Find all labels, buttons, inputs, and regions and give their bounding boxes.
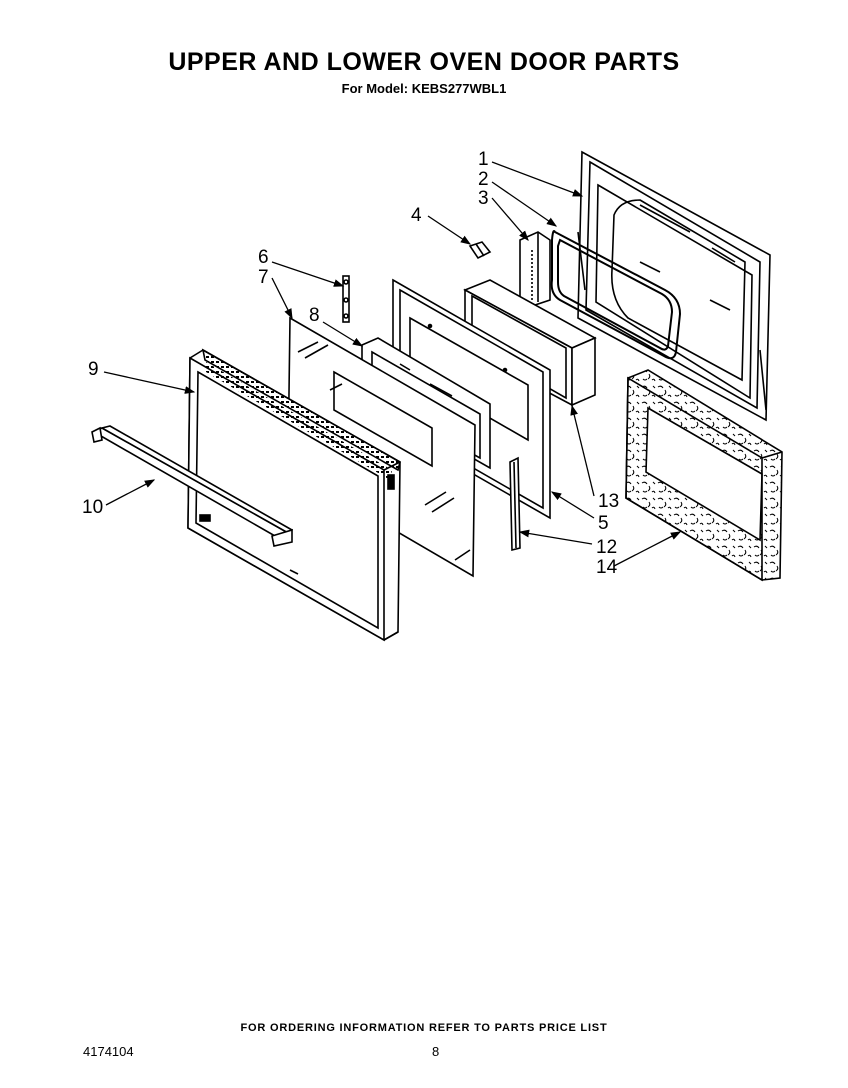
part-14-insulation-pad xyxy=(625,369,783,582)
part-4-clip xyxy=(468,241,492,260)
callout-12: 12 xyxy=(596,537,618,558)
part-1-inner-door-liner xyxy=(577,150,771,422)
callout-2: 2 xyxy=(478,169,489,190)
part-12-side-trim xyxy=(509,456,521,552)
model-subtitle: For Model: KEBS277WBL1 xyxy=(341,81,507,96)
page-number: 8 xyxy=(432,1044,440,1059)
ordering-info-note: FOR ORDERING INFORMATION REFER TO PARTS … xyxy=(240,1022,608,1034)
document-number: 4174104 xyxy=(83,1044,134,1059)
leader-lines xyxy=(103,161,682,567)
callout-10: 10 xyxy=(82,497,104,518)
callout-14: 14 xyxy=(596,557,618,578)
part-6-hinge xyxy=(342,275,350,323)
part-2-door-gasket xyxy=(550,230,682,360)
callout-3: 3 xyxy=(478,188,489,209)
callout-9: 9 xyxy=(88,359,99,380)
part-3-insulation xyxy=(519,231,551,307)
callout-5: 5 xyxy=(598,513,609,534)
page-title: UPPER AND LOWER OVEN DOOR PARTS xyxy=(168,48,680,76)
part-10-handle xyxy=(91,425,294,547)
callout-1: 1 xyxy=(478,149,489,170)
callout-13: 13 xyxy=(598,491,620,512)
callout-7: 7 xyxy=(258,267,269,288)
part-9-outer-door-frame xyxy=(187,348,401,642)
callout-8: 8 xyxy=(309,305,320,326)
callout-6: 6 xyxy=(258,247,269,268)
callout-4: 4 xyxy=(411,205,422,226)
